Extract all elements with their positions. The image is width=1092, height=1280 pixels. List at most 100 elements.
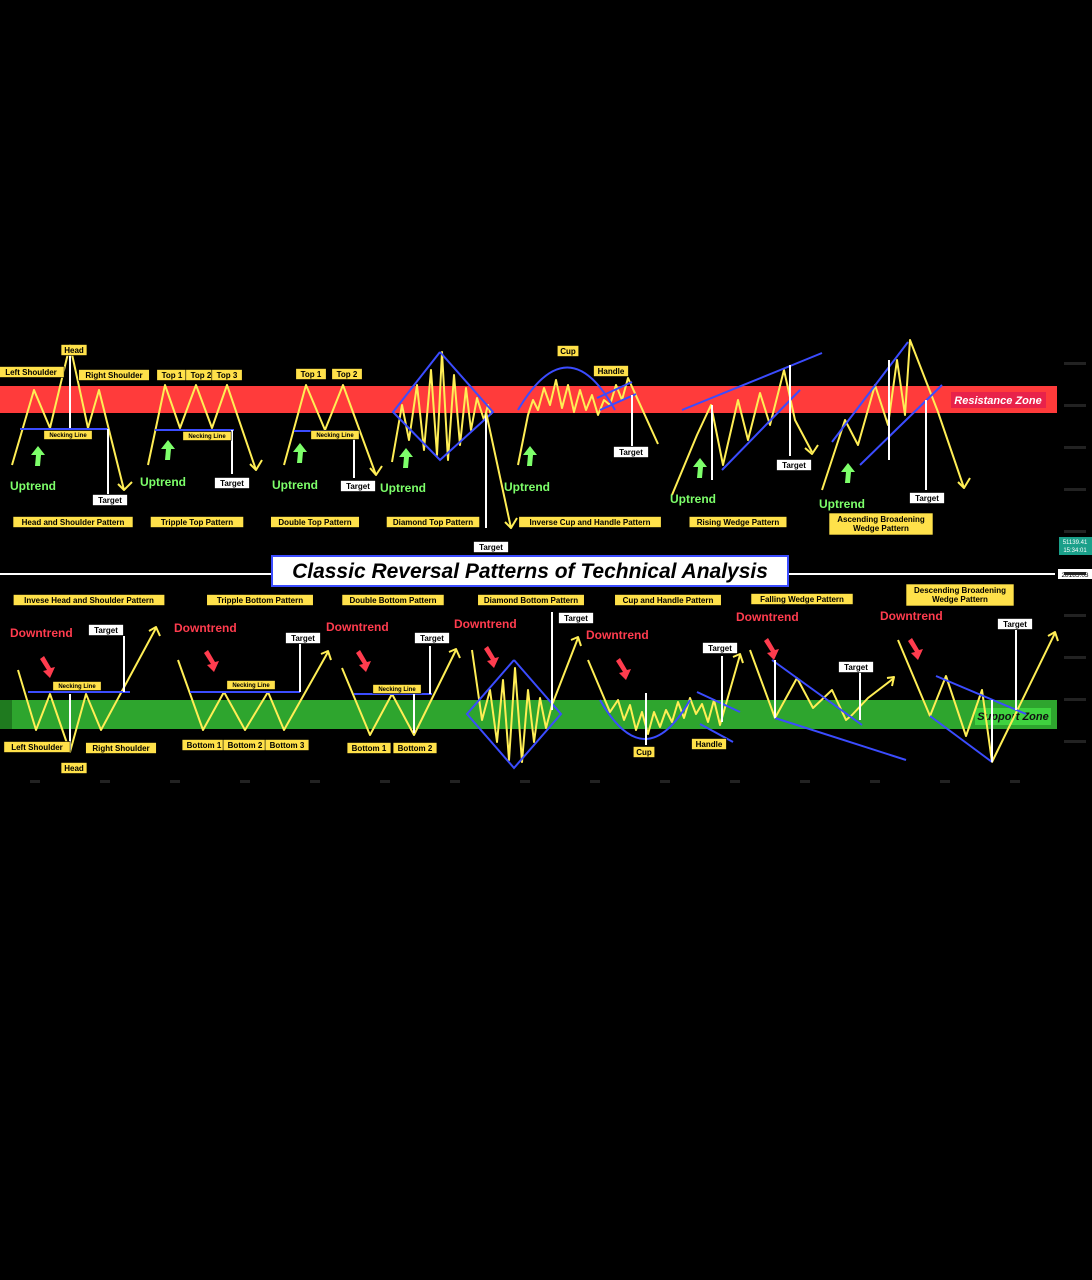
pattern-name-label: Rising Wedge Pattern (688, 516, 788, 528)
handle-label: Handle (691, 738, 727, 750)
pattern-name-label: Diamond Top Pattern (386, 516, 480, 528)
svg-text:Double Bottom Pattern: Double Bottom Pattern (349, 596, 436, 605)
svg-text:Top 1: Top 1 (162, 371, 183, 380)
svg-text:Right Shoulder: Right Shoulder (92, 744, 149, 753)
wedge-upper (681, 352, 823, 411)
neckline-label: Necking Line (372, 684, 422, 694)
downtrend-label: Downtrend (174, 621, 237, 635)
target-arrowhead (504, 517, 518, 529)
bottom-label: Bottom 1 (346, 742, 392, 754)
svg-text:Cup and Handle Pattern: Cup and Handle Pattern (623, 596, 714, 605)
svg-text:Bottom 3: Bottom 3 (270, 741, 305, 750)
price-path (177, 651, 329, 731)
wedge-lower (774, 717, 907, 761)
axis-tick (1064, 362, 1086, 365)
pattern-name-label: Tripple Top Pattern (150, 516, 244, 528)
broadening-lower (859, 384, 943, 466)
neckline-label: Necking Line (182, 431, 232, 441)
axis-tick (170, 780, 180, 783)
axis-tick (450, 780, 460, 783)
price-path (517, 377, 659, 466)
target-arrowhead (148, 626, 161, 637)
svg-text:Necking Line: Necking Line (49, 433, 87, 439)
uptrend-label: Uptrend (10, 479, 56, 493)
pattern-name-label: Double Bottom Pattern (341, 594, 445, 606)
svg-text:Diamond Bottom Pattern: Diamond Bottom Pattern (484, 596, 578, 605)
cup-label: Cup (632, 746, 656, 758)
svg-text:Necking Line: Necking Line (378, 687, 416, 693)
top-label: Top 1 (156, 369, 188, 381)
target-arrowhead (804, 444, 819, 455)
svg-text:Head and Shoulder Pattern: Head and Shoulder Pattern (22, 518, 125, 527)
axis-tick (310, 780, 320, 783)
downtrend-label: Downtrend (586, 628, 649, 642)
axis-tick (1010, 780, 1020, 783)
axis-tick (1064, 488, 1086, 491)
pattern-name-label: Falling Wedge Pattern (750, 593, 854, 605)
down-arrow-icon (484, 646, 499, 668)
right-shoulder-label: Right Shoulder (85, 742, 157, 754)
page-title: Classic Reversal Patterns of Technical A… (271, 555, 789, 587)
axis-tick (660, 780, 670, 783)
wedge-upper (771, 659, 863, 726)
svg-text:Necking Line: Necking Line (232, 683, 270, 689)
up-arrow-icon (399, 448, 413, 468)
target-label: Target (613, 446, 649, 458)
pattern-name-label: Invese Head and Shoulder Pattern (13, 594, 165, 606)
wedge-lower (721, 389, 801, 471)
svg-text:Tripple Top Pattern: Tripple Top Pattern (161, 518, 233, 527)
svg-text:Necking Line: Necking Line (188, 434, 226, 440)
bottom-label: Bottom 3 (264, 739, 310, 751)
price-path (821, 339, 965, 491)
broadening-upper (831, 341, 909, 443)
price-path (587, 654, 741, 735)
down-arrow-icon (40, 656, 55, 678)
support-zone-edge (0, 700, 12, 729)
top-label: Top 1 (295, 368, 327, 380)
neckline-label: Necking Line (226, 680, 276, 690)
resistance-zone (0, 386, 1057, 413)
diamond-outline (391, 351, 495, 462)
handle-line (599, 393, 637, 411)
down-arrow-icon (616, 658, 631, 680)
svg-text:Top 2: Top 2 (337, 370, 358, 379)
support-zone (0, 700, 1057, 729)
svg-text:Target: Target (420, 634, 444, 643)
price-path (147, 384, 257, 471)
uptrend-label: Uptrend (380, 481, 426, 495)
svg-text:Inverse Cup and Handle Pattern: Inverse Cup and Handle Pattern (530, 518, 651, 527)
price-path (391, 351, 492, 463)
broadening-upper (935, 675, 1027, 715)
target-label: Target (214, 477, 250, 489)
top-label: Top 2 (331, 368, 363, 380)
axis-tick (1064, 404, 1086, 407)
svg-text:Head: Head (64, 346, 84, 355)
svg-text:Right Shoulder: Right Shoulder (85, 371, 142, 380)
svg-text:15:34:01: 15:34:01 (1063, 548, 1087, 554)
target-label: Target (92, 494, 128, 506)
svg-text:Target: Target (564, 614, 588, 623)
svg-text:Handle: Handle (598, 367, 625, 376)
target-label: Target (340, 480, 376, 492)
svg-text:Bottom 1: Bottom 1 (187, 741, 222, 750)
svg-text:Necking Line: Necking Line (316, 433, 354, 439)
downtrend-label: Downtrend (454, 617, 517, 631)
axis-tick (590, 780, 600, 783)
bottom-label: Bottom 2 (222, 739, 268, 751)
neckline-label: Necking Line (43, 430, 93, 440)
uptrend-label: Uptrend (819, 497, 865, 511)
svg-text:Bottom 1: Bottom 1 (352, 744, 387, 753)
svg-text:Necking Line: Necking Line (58, 684, 96, 690)
head-label: Head (60, 762, 88, 774)
svg-text:Target: Target (1003, 620, 1027, 629)
target-label: Target (776, 459, 812, 471)
svg-text:Tripple Bottom Pattern: Tripple Bottom Pattern (217, 596, 303, 605)
bottom-label: Bottom 1 (181, 739, 227, 751)
svg-text:Resistance Zone: Resistance Zone (954, 395, 1041, 407)
svg-text:28185.03: 28185.03 (1061, 572, 1088, 579)
neckline-label: Necking Line (52, 681, 102, 691)
up-arrow-icon (161, 440, 175, 460)
axis-tick (30, 780, 40, 783)
